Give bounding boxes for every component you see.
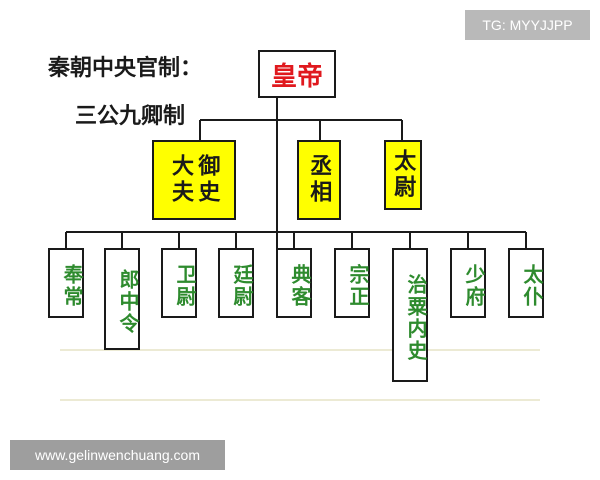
page-title: 秦朝中央官制：: [48, 56, 203, 81]
node-zongzheng: 宗正: [334, 248, 370, 318]
node-zhisu-neishi: 治粟内史: [392, 248, 428, 382]
watermark-bottom: www.gelinwenchuang.com: [10, 440, 225, 470]
node-taiwei: 太尉: [384, 140, 422, 210]
node-langzhongling: 郎中令: [104, 248, 140, 350]
node-chengxiang: 丞相: [297, 140, 341, 220]
node-taipu: 太仆: [508, 248, 544, 318]
node-dianke: 典客: [276, 248, 312, 318]
node-fengchang: 奉常: [48, 248, 84, 318]
node-tingwei: 廷尉: [218, 248, 254, 318]
node-yushi-dafu: 御史大夫: [152, 140, 236, 220]
node-emperor: 皇帝: [258, 50, 336, 98]
page-subtitle: 三公九卿制: [75, 104, 186, 129]
node-shaofu: 少府: [450, 248, 486, 318]
watermark-top: TG: MYYJJPP: [465, 10, 590, 40]
node-weiwei: 卫尉: [161, 248, 197, 318]
